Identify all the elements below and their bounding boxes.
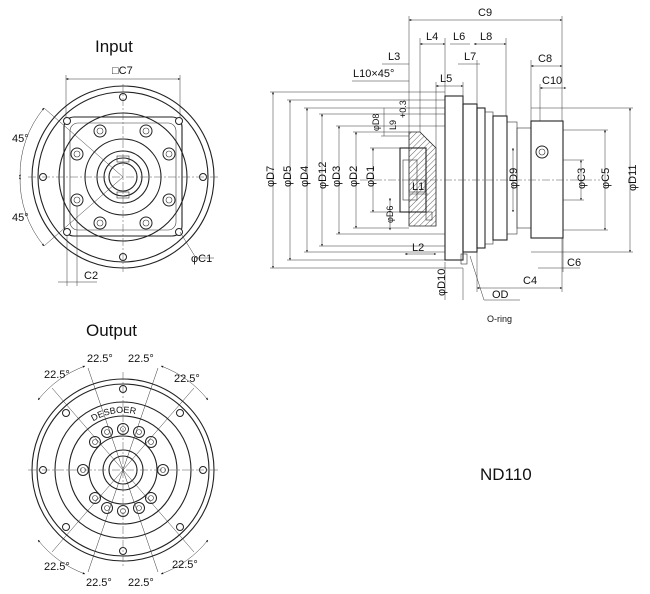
side-view: φD7 φD5 φD4 φD12 φD3 φD2 φD1 φD8 L9 +0.3 (265, 7, 639, 324)
dim-l9: L9 (388, 120, 398, 130)
dim-od: OD (492, 289, 509, 301)
dim-c6: C6 (567, 257, 581, 269)
dim-l10: L10×45° (353, 68, 394, 80)
dim-l6: L6 (453, 31, 465, 43)
angle-label-bottom-right: 22.5° (128, 577, 154, 589)
angle-label-lower-left: 22.5° (44, 561, 70, 573)
angle-label-top-left: 22.5° (87, 353, 113, 365)
dim-d4: φD4 (299, 166, 311, 187)
dim-d1: φD1 (365, 166, 377, 187)
dim-l1: L1 (412, 181, 424, 193)
angle-45-top: 45° (12, 133, 29, 145)
dim-d12: φD12 (317, 162, 329, 189)
input-title: Input (95, 37, 133, 56)
grease-port (535, 145, 549, 159)
input-hub-section (408, 131, 437, 227)
dim-d11: φD11 (627, 165, 639, 192)
dim-c8: C8 (538, 53, 552, 65)
dim-c3: φC3 (576, 168, 588, 189)
input-view: Input □C7 (12, 37, 220, 286)
dim-c4: C4 (523, 275, 537, 287)
output-title: Output (86, 321, 137, 340)
dim-d8: φD8 (371, 114, 381, 131)
angle-label-upper-left: 22.5° (44, 369, 70, 381)
dim-l4: L4 (426, 31, 438, 43)
dim-c5: φC5 (600, 168, 612, 189)
dim-c10: C10 (542, 75, 562, 87)
oring-label: O-ring (487, 314, 512, 324)
output-housing (530, 120, 564, 239)
hole-dia-label: φC1 (191, 253, 212, 265)
output-view: Output DESBOER (28, 321, 218, 589)
dim-d3: φD3 (331, 166, 343, 187)
dim-l5: L5 (440, 73, 452, 85)
dim-d7: φD7 (265, 166, 277, 187)
model-label: ND110 (480, 465, 532, 484)
dim-l2: L2 (412, 242, 424, 254)
input-bolt-holes (39, 93, 207, 261)
square-dim-label: □C7 (112, 65, 133, 77)
dim-d10: φD10 (436, 269, 448, 296)
dim-l8: L8 (480, 31, 492, 43)
dim-d2: φD2 (348, 166, 360, 187)
dim-l3: L3 (388, 51, 400, 63)
dim-l7: L7 (464, 51, 476, 63)
dim-d6: φD6 (385, 206, 395, 223)
angle-45-bottom: 45° (12, 212, 29, 224)
flange-body (444, 95, 464, 261)
dim-d9: φD9 (508, 168, 520, 189)
angle-label-bottom-left: 22.5° (86, 577, 112, 589)
angle-label-upper-right: 22.5° (174, 373, 200, 385)
dim-d5: φD5 (282, 166, 294, 187)
input-square-plate (63, 116, 183, 237)
angle-label-top-right: 22.5° (128, 353, 154, 365)
dim-l9-tolerance: +0.3 (398, 100, 408, 118)
offset-label: C2 (84, 270, 98, 282)
angle-label-lower-right: 22.5° (172, 559, 198, 571)
dim-c9: C9 (478, 7, 492, 19)
